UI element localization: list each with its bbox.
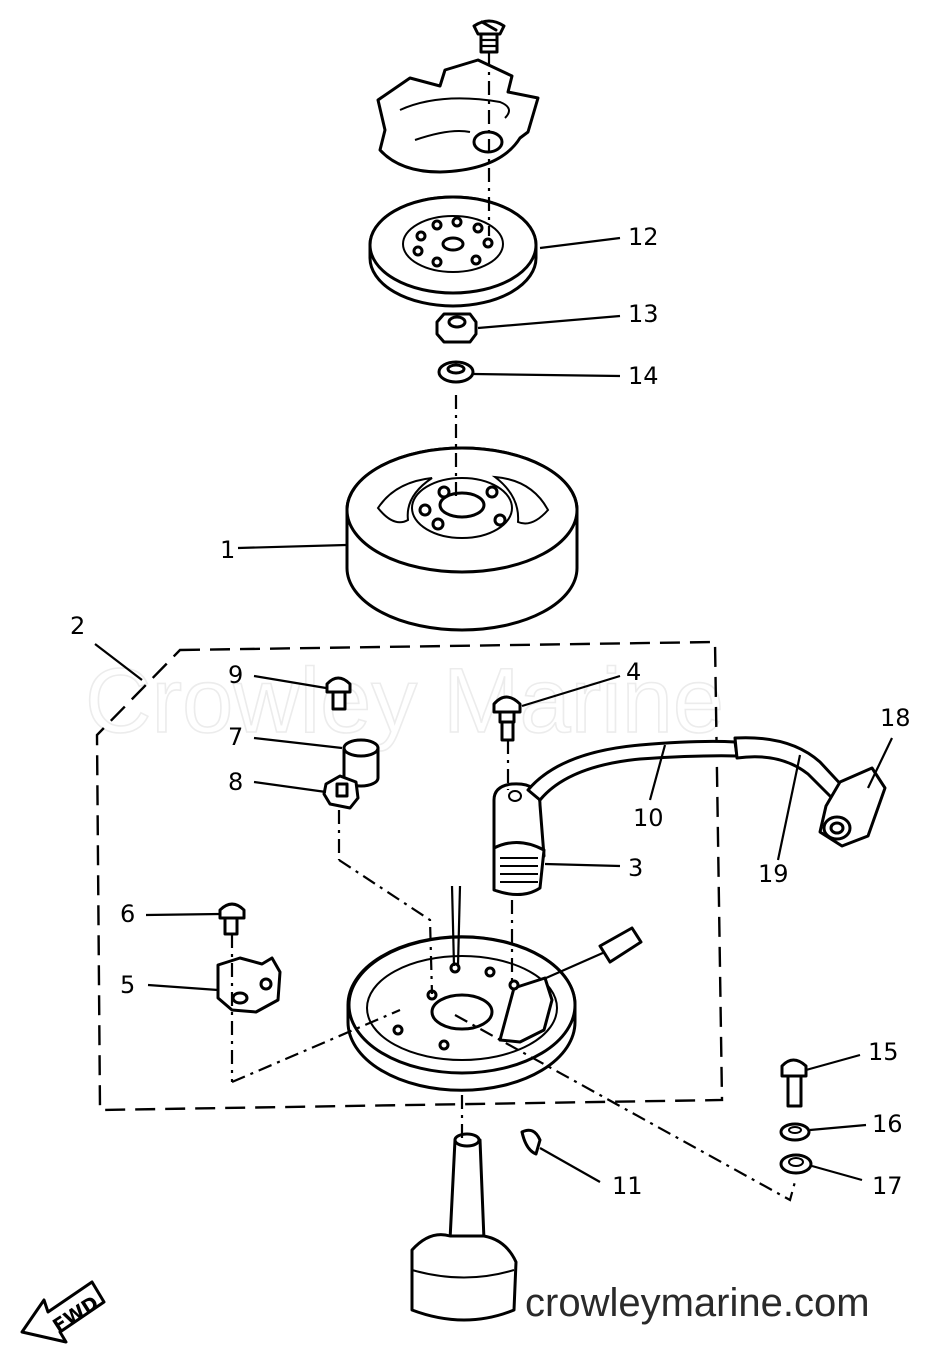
callout-labels: 1 2 3 4 5 6 7 8 9 10 11 12 13 14 15 16 1…	[70, 223, 911, 1200]
callout-3: 3	[628, 854, 643, 882]
callout-7: 7	[228, 723, 243, 751]
ignition-coil-3	[492, 782, 546, 896]
pulser-coil-5	[216, 956, 282, 1014]
callout-leaders	[94, 236, 893, 1183]
forward-direction-arrow: FWD	[20, 1280, 106, 1344]
washer-17	[779, 1153, 813, 1175]
callout-8: 8	[228, 768, 243, 796]
callout-13: 13	[628, 300, 659, 328]
callout-14: 14	[628, 362, 659, 390]
washer-14	[437, 360, 475, 384]
stator-assembly-boundary	[95, 640, 724, 1112]
lead-sleeve-19	[733, 736, 848, 802]
crankshaft	[410, 1132, 518, 1322]
callout-9: 9	[228, 661, 243, 689]
starter-cup	[376, 58, 540, 174]
stator-base-plate	[346, 885, 606, 1092]
clamp-8	[322, 774, 360, 810]
callout-12: 12	[628, 223, 659, 251]
wire-connector	[598, 926, 643, 964]
watermark-text: Crowley Marine	[85, 650, 724, 752]
callout-19: 19	[758, 860, 789, 888]
callout-10: 10	[633, 804, 664, 832]
lock-washer-16	[779, 1122, 811, 1142]
bolt-15	[780, 1058, 808, 1108]
woodruff-key-11	[520, 1128, 542, 1156]
callout-16: 16	[872, 1110, 903, 1138]
bolt-6	[218, 902, 246, 936]
callout-4: 4	[626, 658, 641, 686]
flywheel-1	[345, 446, 579, 632]
callout-17: 17	[872, 1172, 903, 1200]
capacitor-7	[342, 738, 380, 788]
callout-11: 11	[612, 1172, 643, 1200]
assembly-centerlines	[230, 52, 798, 1202]
callout-18: 18	[880, 704, 911, 732]
callout-1: 1	[220, 536, 235, 564]
top-screw	[472, 19, 506, 54]
bolt-9	[325, 676, 352, 711]
callout-5: 5	[120, 971, 135, 999]
nut-13	[435, 312, 478, 344]
callout-2: 2	[70, 612, 85, 640]
callout-15: 15	[868, 1038, 899, 1066]
site-url: crowleymarine.com	[525, 1281, 870, 1325]
plate-12	[368, 195, 538, 308]
callout-6: 6	[120, 900, 135, 928]
